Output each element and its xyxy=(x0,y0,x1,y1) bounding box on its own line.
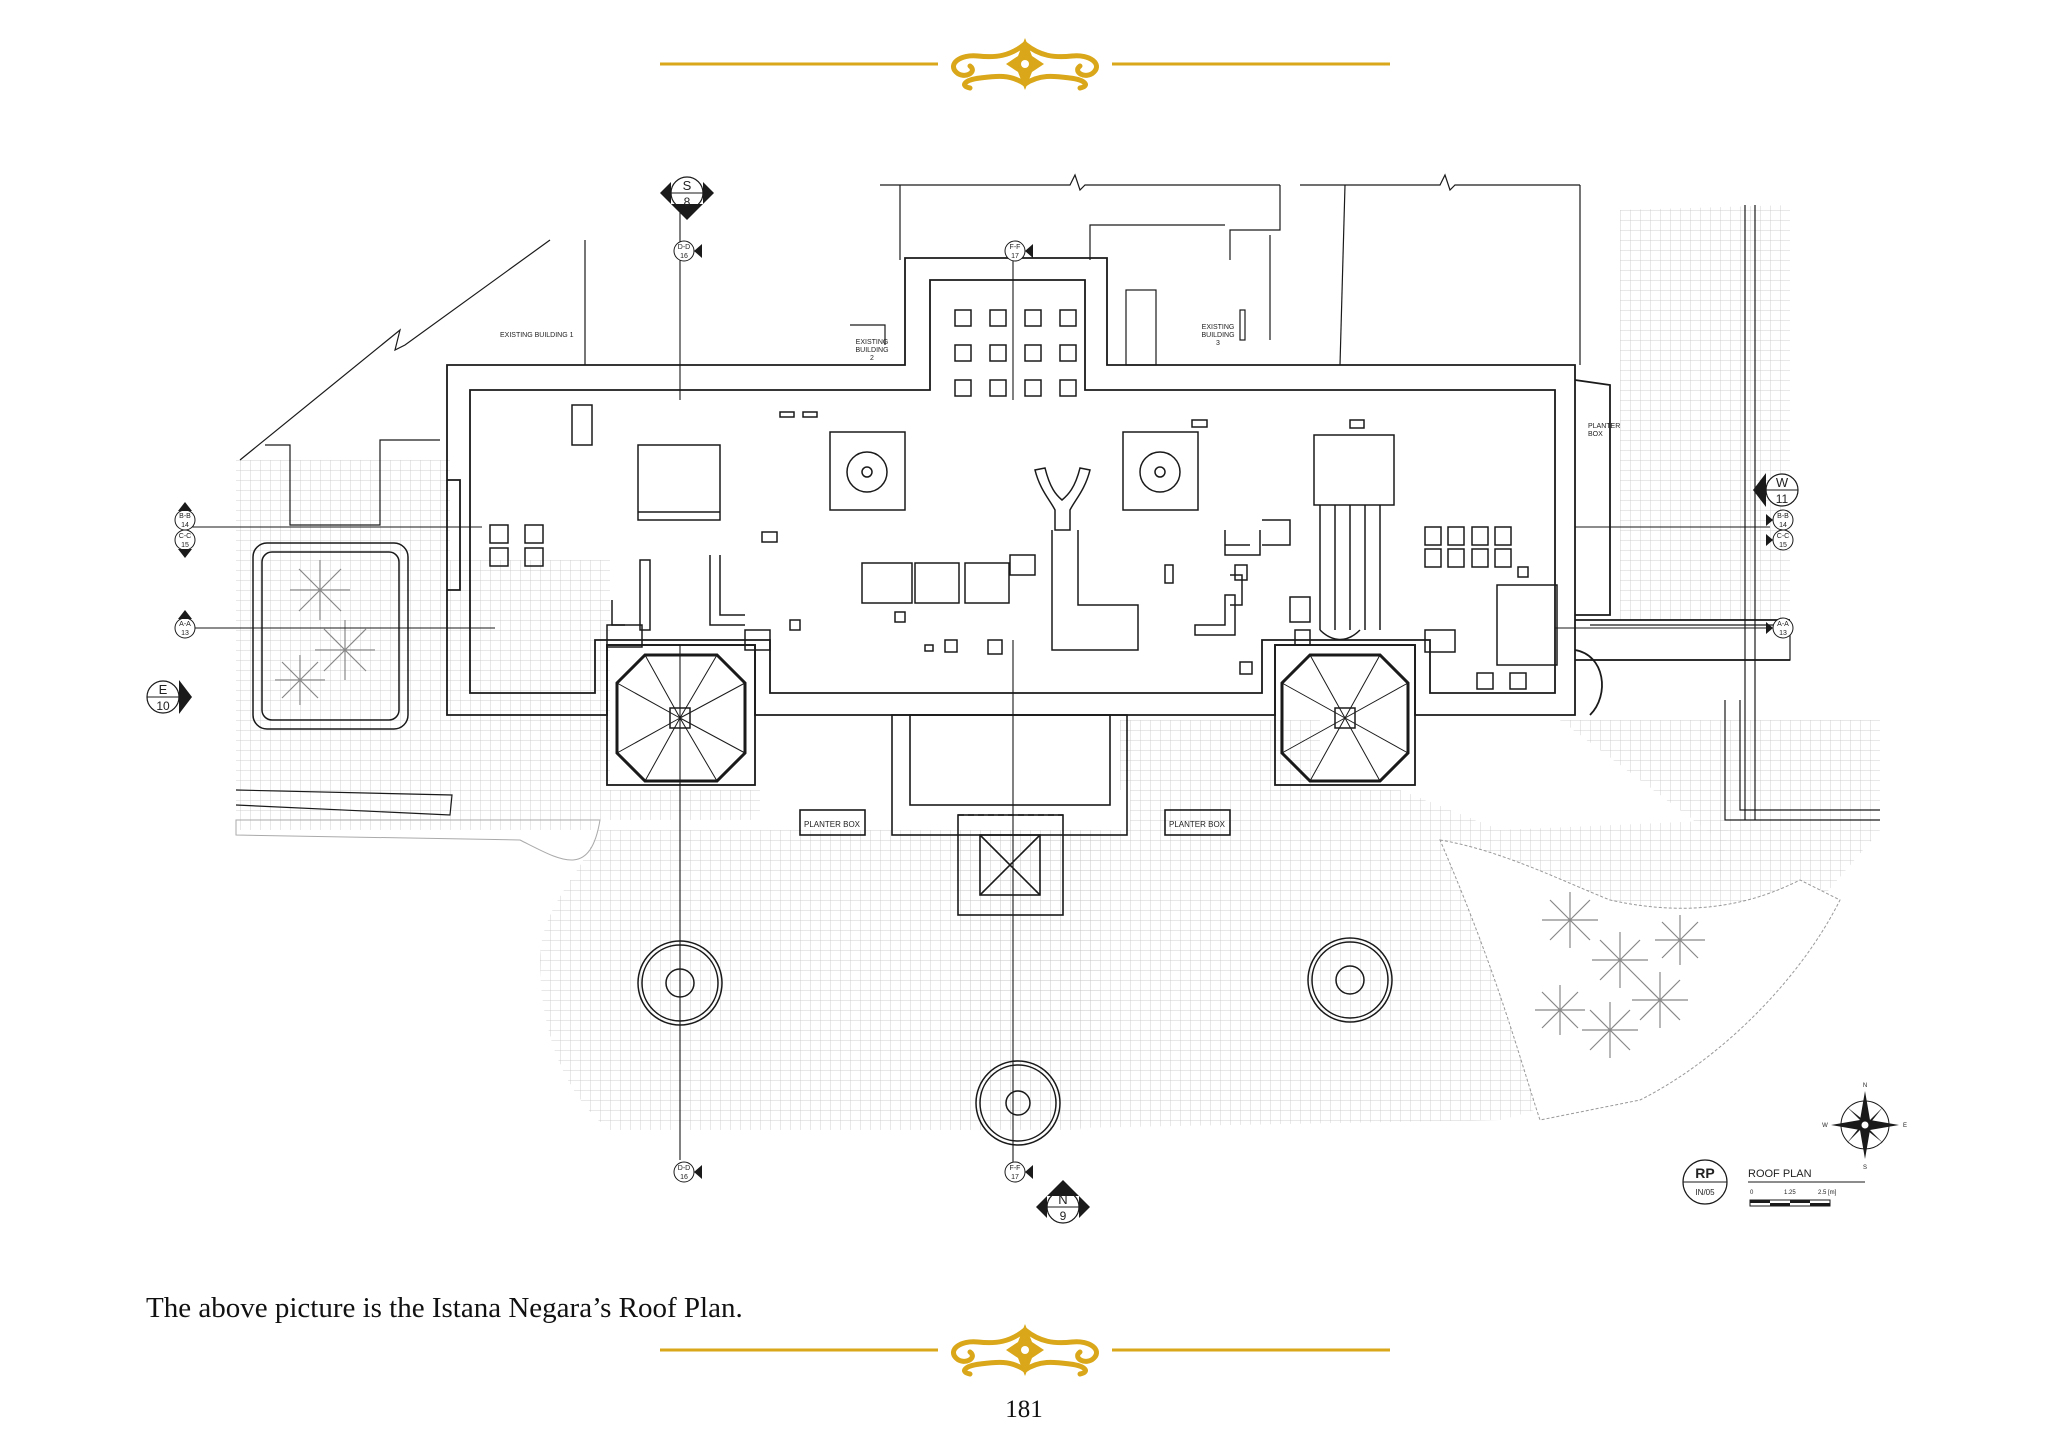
marker-bc-left: B-B 14 C-C 15 xyxy=(174,502,196,558)
marker-south: S 8 xyxy=(660,176,714,220)
compass-n: N xyxy=(1863,1083,1867,1089)
bottom-ornament-divider xyxy=(660,1324,1390,1377)
scale-label-2: 2.5 [m] xyxy=(1818,1190,1837,1196)
palm-trees xyxy=(275,560,1705,1058)
title-block-sheet: IN/05 xyxy=(1695,1188,1715,1197)
compass-s: S xyxy=(1863,1165,1867,1171)
marker-d-top: D-D 16 xyxy=(673,240,702,262)
marker-north-letter: N xyxy=(1058,1192,1067,1207)
marker-d-bottom: D-D 16 xyxy=(673,1161,702,1183)
marker-a-left-letter: A-A xyxy=(179,621,191,628)
planter-box-left-label: PLANTER BOX xyxy=(804,820,861,829)
marker-f-bottom: F-F 17 xyxy=(1004,1161,1033,1183)
marker-east: E 10 xyxy=(146,680,192,714)
marker-a-right: A-A 13 xyxy=(1766,617,1794,639)
title-block: RP IN/05 ROOF PLAN 0 1.25 2.5 [m] xyxy=(1682,1159,1865,1207)
existing-building-2-line2: BUILDING xyxy=(855,347,888,354)
center-entrance xyxy=(799,714,1231,916)
marker-b-left-letter: B-B xyxy=(179,513,191,520)
marker-c-right-letter: C-C xyxy=(1777,533,1789,540)
planter-box-right-line2: BOX xyxy=(1588,431,1603,438)
existing-building-3-line1: EXISTING xyxy=(1202,324,1235,331)
scale-label-0: 0 xyxy=(1750,1190,1754,1196)
left-planter xyxy=(252,542,409,730)
marker-east-number: 10 xyxy=(156,699,170,713)
existing-building-2-line1: EXISTING xyxy=(856,339,889,346)
marker-c-right-number: 15 xyxy=(1779,542,1787,549)
marker-d-top-number: 16 xyxy=(680,253,688,260)
context-lines xyxy=(235,173,1880,821)
figure-caption: The above picture is the Istana Negara’s… xyxy=(146,1292,743,1324)
top-ornament-divider xyxy=(660,38,1390,91)
marker-d-bottom-letter: D-D xyxy=(678,1165,690,1172)
existing-building-1-label: EXISTING BUILDING 1 xyxy=(500,332,574,339)
marker-d-bottom-number: 16 xyxy=(680,1174,688,1181)
marker-south-number: 8 xyxy=(684,195,691,209)
planter-box-center-label: PLANTER BOX xyxy=(1169,820,1226,829)
north-arrow-compass: N S E W xyxy=(1822,1083,1907,1171)
planter-box-right-line1: PLANTER xyxy=(1588,423,1620,430)
marker-b-right-number: 14 xyxy=(1779,522,1787,529)
marker-west: W 11 xyxy=(1753,473,1799,507)
marker-a-left: A-A 13 xyxy=(174,610,196,639)
marker-f-top: F-F 17 xyxy=(1004,240,1033,262)
marker-north-number: 9 xyxy=(1060,1209,1067,1223)
marker-f-bottom-letter: F-F xyxy=(1010,1165,1021,1172)
marker-west-number: 11 xyxy=(1776,492,1789,506)
marker-b-right-letter: B-B xyxy=(1777,513,1789,520)
marker-bc-right: B-B 14 C-C 15 xyxy=(1766,509,1794,551)
page-number: 181 xyxy=(1005,1396,1043,1423)
marker-c-left-letter: C-C xyxy=(179,533,191,540)
existing-building-3-line3: 3 xyxy=(1216,340,1220,347)
marker-d-top-letter: D-D xyxy=(678,244,690,251)
stair-towers xyxy=(606,644,1416,786)
existing-building-3-line2: BUILDING xyxy=(1201,332,1234,339)
main-roof-outline xyxy=(446,257,1790,716)
marker-f-top-letter: F-F xyxy=(1010,244,1021,251)
marker-f-top-number: 17 xyxy=(1011,253,1019,260)
title-block-code: RP xyxy=(1695,1165,1714,1181)
marker-a-right-number: 13 xyxy=(1779,630,1787,637)
marker-b-left-number: 14 xyxy=(181,522,189,529)
marker-west-letter: W xyxy=(1776,475,1789,490)
marker-south-letter: S xyxy=(683,178,692,193)
marker-a-right-letter: A-A xyxy=(1777,621,1789,628)
existing-building-2-line3: 2 xyxy=(870,355,874,362)
title-block-title: ROOF PLAN xyxy=(1748,1168,1812,1180)
marker-f-bottom-number: 17 xyxy=(1011,1174,1019,1181)
scale-label-1: 1.25 xyxy=(1784,1190,1796,1196)
marker-a-left-number: 13 xyxy=(181,630,189,637)
section-markers: S 8 D-D 16 F-F 17 B-B xyxy=(146,176,1799,1224)
landscape-hatch xyxy=(235,205,1880,1130)
marker-north: N 9 xyxy=(1036,1180,1090,1224)
rooftop-equipment xyxy=(489,309,1558,690)
compass-e: E xyxy=(1903,1123,1907,1129)
compass-w: W xyxy=(1822,1123,1828,1129)
marker-east-letter: E xyxy=(159,682,168,697)
marker-c-left-number: 15 xyxy=(181,542,189,549)
